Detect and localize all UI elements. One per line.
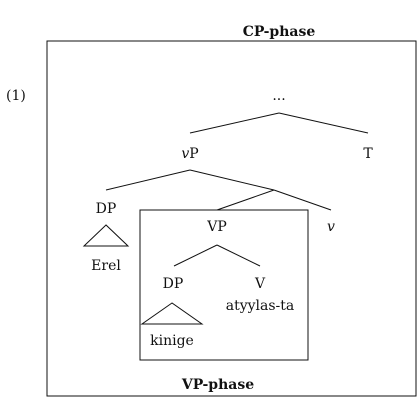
dp-inner-triangle [140, 302, 204, 325]
dp-inner-node: DP [163, 276, 184, 292]
v-node: V [254, 276, 266, 292]
edge-top-to-t [278, 112, 369, 134]
t-node: T [363, 146, 373, 162]
example-number: (1) [6, 88, 26, 104]
edge-vp-little-to-dp [105, 169, 191, 191]
vp-little-node: vP [181, 146, 198, 162]
vp-node: VP [206, 219, 227, 235]
dp-outer-word: Erel [91, 258, 121, 274]
dp-outer-triangle [82, 224, 130, 247]
edge-vbar-to-v-head [273, 189, 332, 211]
v-head-node: v [327, 219, 335, 235]
edge-vp-to-v [216, 244, 261, 267]
vp-phase-label: VP-phase [181, 377, 254, 393]
v-word: atyylas-ta [226, 298, 295, 314]
edge-top-to-vp-little [189, 112, 280, 134]
vp-little-v: v [181, 146, 189, 162]
dp-inner-word: kinige [150, 333, 194, 349]
vp-phase-box [139, 209, 309, 361]
vp-little-p: P [189, 146, 198, 162]
dp-outer-node: DP [96, 201, 117, 217]
edge-vp-to-dp-inner [173, 244, 218, 267]
edge-vp-little-to-vbar [189, 169, 275, 191]
ellipsis-node: ... [272, 88, 285, 104]
cp-phase-label: CP-phase [243, 24, 316, 40]
cp-phase-box [46, 40, 417, 397]
edge-vbar-to-vp [216, 189, 275, 211]
